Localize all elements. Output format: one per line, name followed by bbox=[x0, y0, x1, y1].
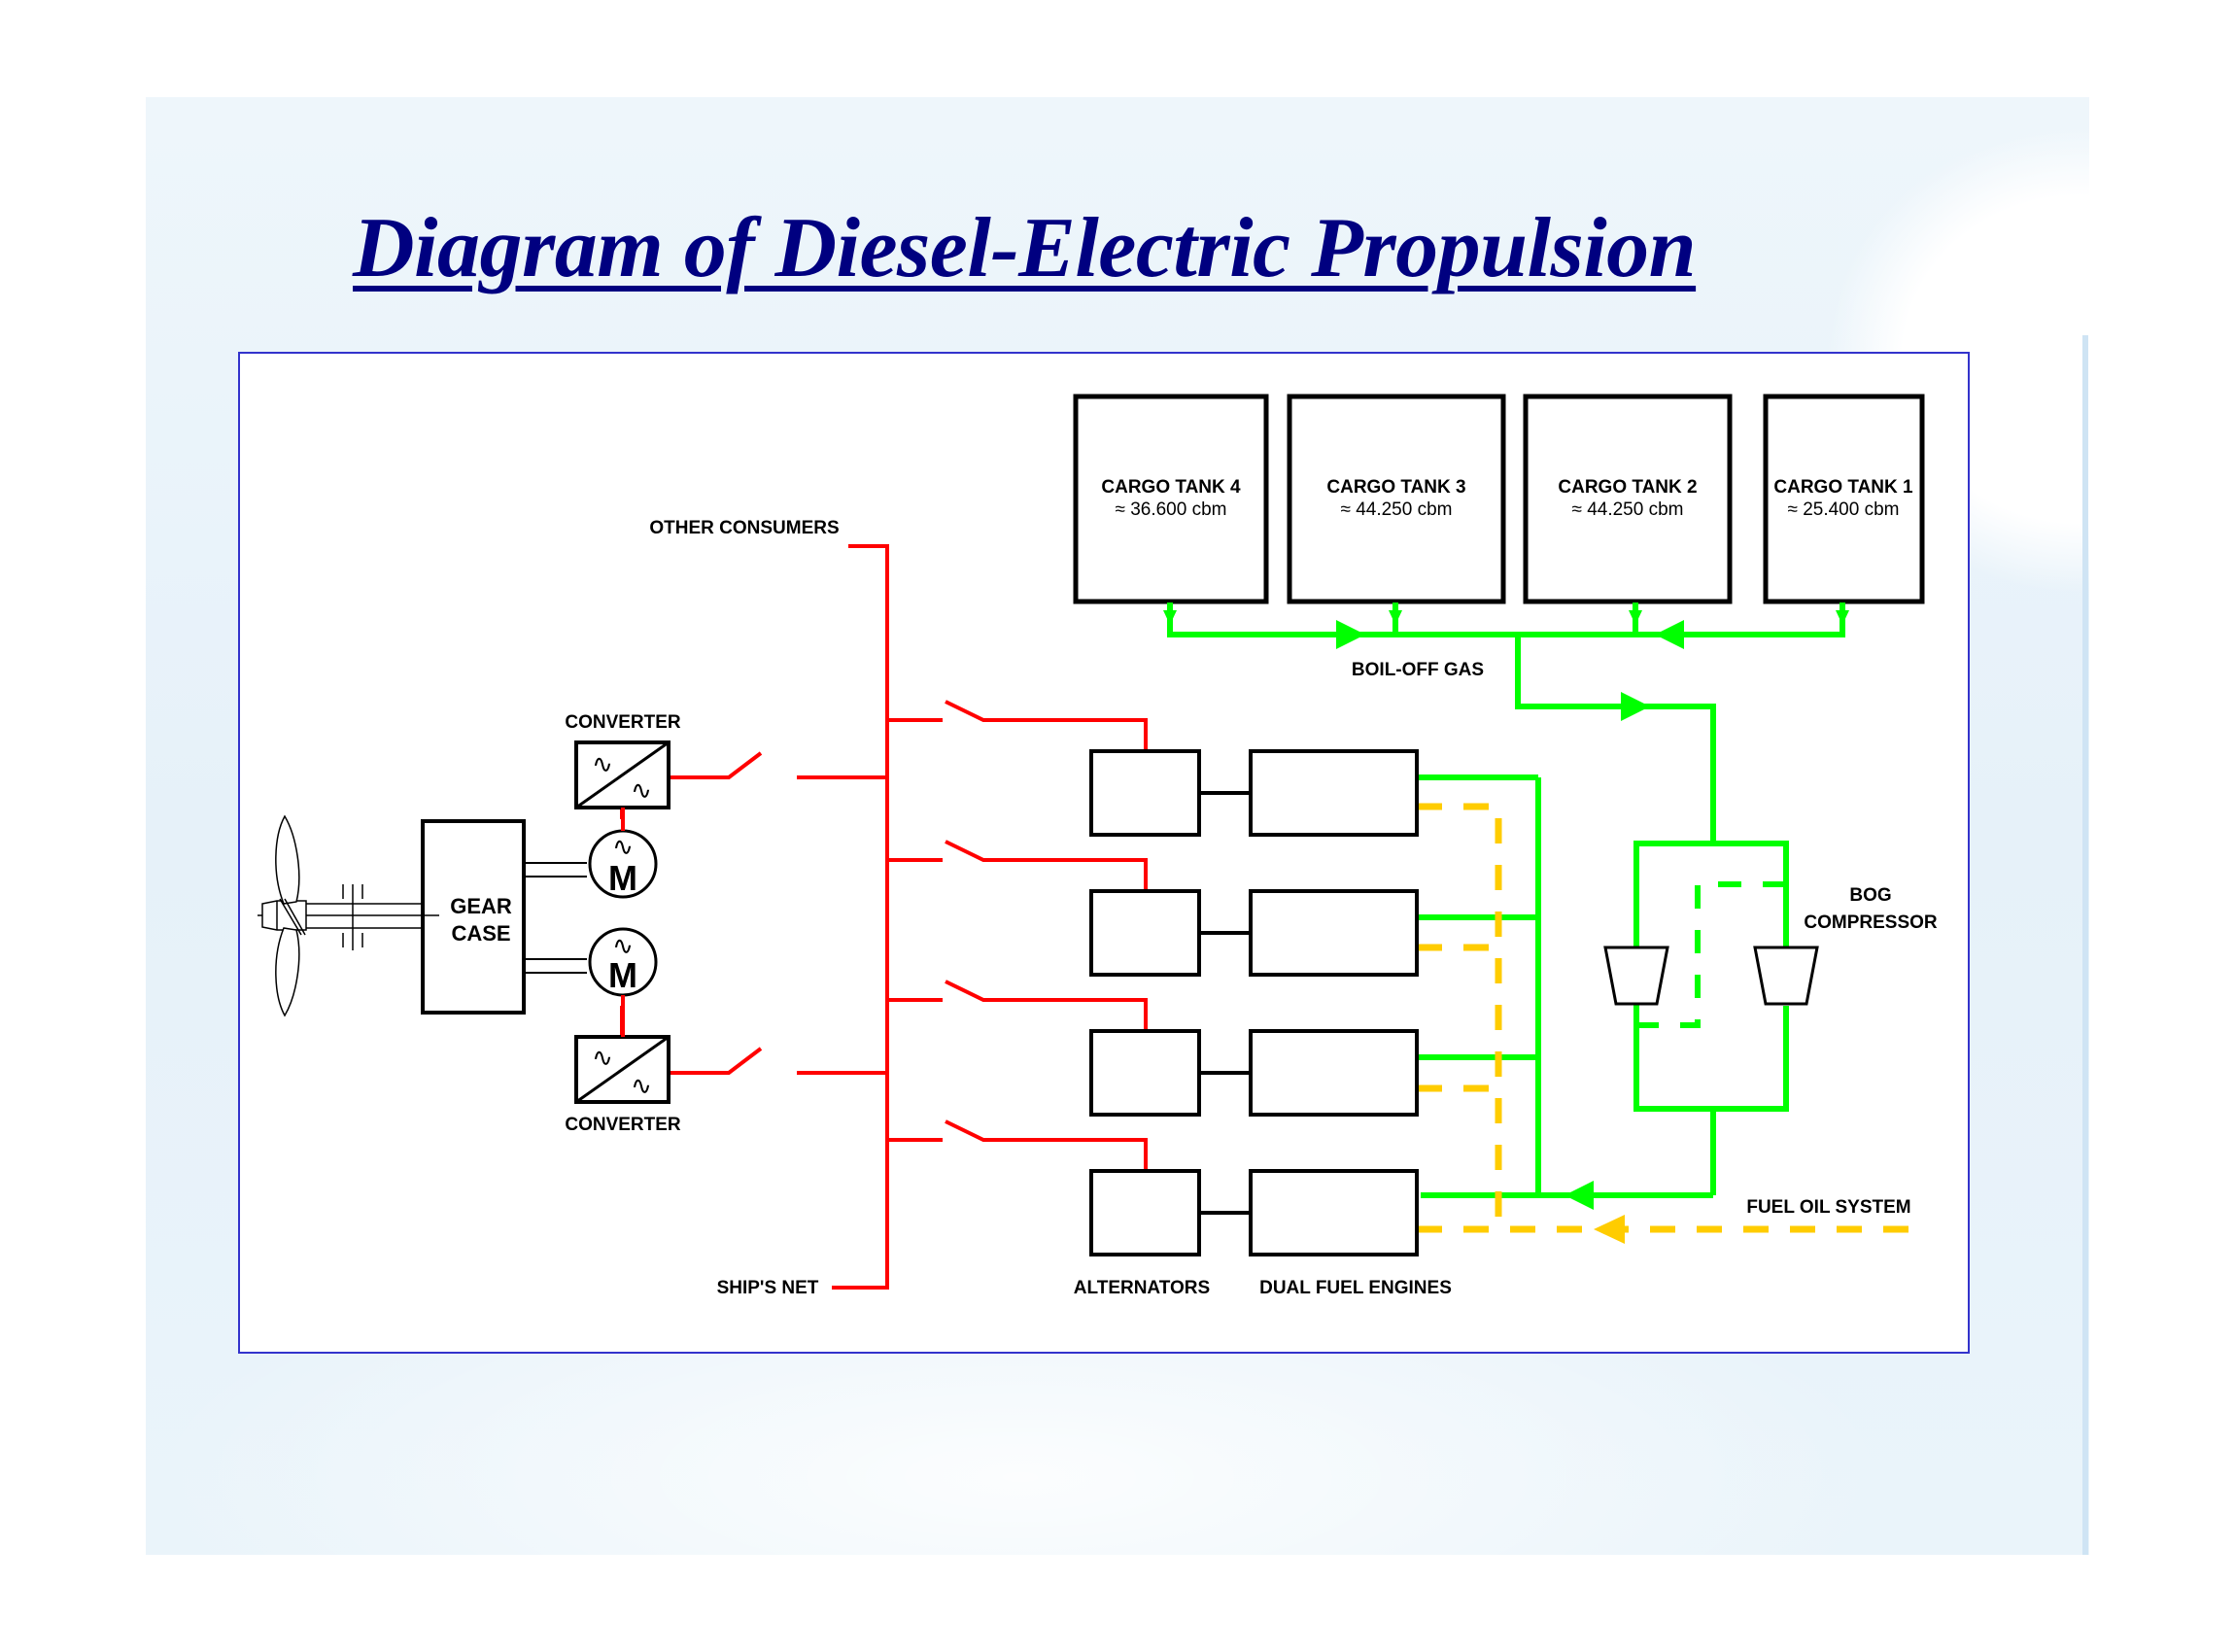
alternator bbox=[1089, 749, 1201, 837]
fuel-oil-system-label: FUEL OIL SYSTEM bbox=[1746, 1197, 1910, 1218]
bog-compressor-label-1: BOG bbox=[1849, 885, 1891, 906]
propulsion-motor-bottom: ∿ M bbox=[525, 927, 658, 997]
converter-bottom: ∿ ∿ CONVERTER bbox=[565, 1035, 681, 1135]
generator-set-4 bbox=[1089, 1169, 1419, 1256]
generator-breakers bbox=[945, 700, 1148, 1171]
alternator bbox=[1089, 889, 1201, 977]
cargo-tank-1: CARGO TANK 1 ≈ 25.400 cbm bbox=[1763, 394, 1925, 604]
bog-compressor-1 bbox=[1603, 946, 1669, 1006]
bog-compressor-label-2: COMPRESSOR bbox=[1804, 912, 1938, 933]
gear-case: GEAR CASE bbox=[421, 819, 526, 1015]
tank-volume: ≈ 44.250 cbm bbox=[1341, 499, 1453, 520]
tank-4-outlet-arrow-icon bbox=[1163, 610, 1177, 625]
converter-label: CONVERTER bbox=[565, 1115, 681, 1135]
ac-out-icon: ∿ bbox=[631, 1071, 652, 1100]
converter-top: CONVERTER ∿ ∿ bbox=[565, 712, 681, 809]
dual-fuel-engine bbox=[1249, 1029, 1419, 1117]
gear-case-label-1: GEAR bbox=[450, 894, 512, 918]
boil-off-gas-arrows bbox=[1163, 610, 1849, 1210]
generator-set-2 bbox=[1089, 889, 1419, 977]
dual-fuel-engine bbox=[1249, 749, 1419, 837]
compressor-icon bbox=[1753, 946, 1819, 1006]
gear-case-label-2: CASE bbox=[451, 921, 510, 946]
ac-in-icon: ∿ bbox=[592, 1043, 613, 1072]
tank-volume: ≈ 25.400 cbm bbox=[1788, 499, 1900, 520]
motor-label: M bbox=[608, 858, 637, 898]
tank-1-outlet-arrow-icon bbox=[1836, 610, 1849, 625]
tank-name: CARGO TANK 1 bbox=[1773, 477, 1913, 498]
tank-name: CARGO TANK 3 bbox=[1326, 477, 1465, 498]
fuel-oil-lines bbox=[1417, 803, 1924, 1233]
tank-name: CARGO TANK 4 bbox=[1101, 477, 1241, 498]
flow-to-compressor-arrow-icon bbox=[1621, 692, 1650, 721]
tank-volume: ≈ 44.250 cbm bbox=[1572, 499, 1684, 520]
propeller-icon bbox=[261, 814, 307, 1017]
breaker-switch-4 bbox=[945, 1119, 1148, 1171]
ac-icon: ∿ bbox=[612, 931, 634, 960]
dual-fuel-engines-label: DUAL FUEL ENGINES bbox=[1259, 1278, 1452, 1298]
ships-net-label: SHIP'S NET bbox=[717, 1278, 819, 1298]
ac-out-icon: ∿ bbox=[631, 775, 652, 805]
breaker-switch-3 bbox=[945, 980, 1148, 1031]
alternators-label: ALTERNATORS bbox=[1074, 1278, 1210, 1298]
cargo-tank-3: CARGO TANK 3 ≈ 44.250 cbm bbox=[1287, 394, 1506, 604]
flow-to-engines-arrow-icon bbox=[1564, 1181, 1594, 1210]
converter-breaker-bottom bbox=[669, 1047, 763, 1075]
fuel-oil-flow-arrow-icon bbox=[1594, 1215, 1625, 1244]
generator-set-1 bbox=[1089, 749, 1419, 837]
dual-fuel-engine bbox=[1249, 889, 1419, 977]
other-consumers-label: OTHER CONSUMERS bbox=[649, 518, 839, 538]
boil-off-gas-label: BOIL-OFF GAS bbox=[1352, 660, 1484, 680]
alternator bbox=[1089, 1029, 1201, 1117]
tank-2-outlet-arrow-icon bbox=[1629, 610, 1642, 625]
propulsion-motor-top: ∿ M bbox=[525, 829, 658, 899]
tank-3-outlet-arrow-icon bbox=[1389, 610, 1402, 625]
converter-label: CONVERTER bbox=[565, 712, 681, 733]
motor-label: M bbox=[608, 955, 637, 995]
compressor-icon bbox=[1603, 946, 1669, 1006]
ac-icon: ∿ bbox=[612, 832, 634, 861]
tank-name: CARGO TANK 2 bbox=[1558, 477, 1697, 498]
converter-breaker-top bbox=[669, 751, 763, 779]
slide-edge bbox=[2082, 335, 2088, 1555]
breaker-switch-2 bbox=[945, 840, 1148, 891]
flow-right-arrow-icon bbox=[1336, 620, 1365, 649]
breaker-switch-1 bbox=[945, 700, 1148, 751]
ac-in-icon: ∿ bbox=[592, 749, 613, 778]
bog-compressor-2 bbox=[1753, 946, 1819, 1006]
flow-left-arrow-icon bbox=[1655, 620, 1684, 649]
cargo-tank-4: CARGO TANK 4 ≈ 36.600 cbm bbox=[1073, 394, 1269, 604]
ships-net-bus bbox=[797, 544, 943, 1290]
generator-set-3 bbox=[1089, 1029, 1419, 1117]
page-title: Diagram of Diesel-Electric Propulsion bbox=[353, 201, 1697, 295]
cargo-tank-2: CARGO TANK 2 ≈ 44.250 cbm bbox=[1523, 394, 1733, 604]
dual-fuel-engine bbox=[1249, 1169, 1419, 1256]
tank-volume: ≈ 36.600 cbm bbox=[1116, 499, 1227, 520]
alternator bbox=[1089, 1169, 1201, 1256]
